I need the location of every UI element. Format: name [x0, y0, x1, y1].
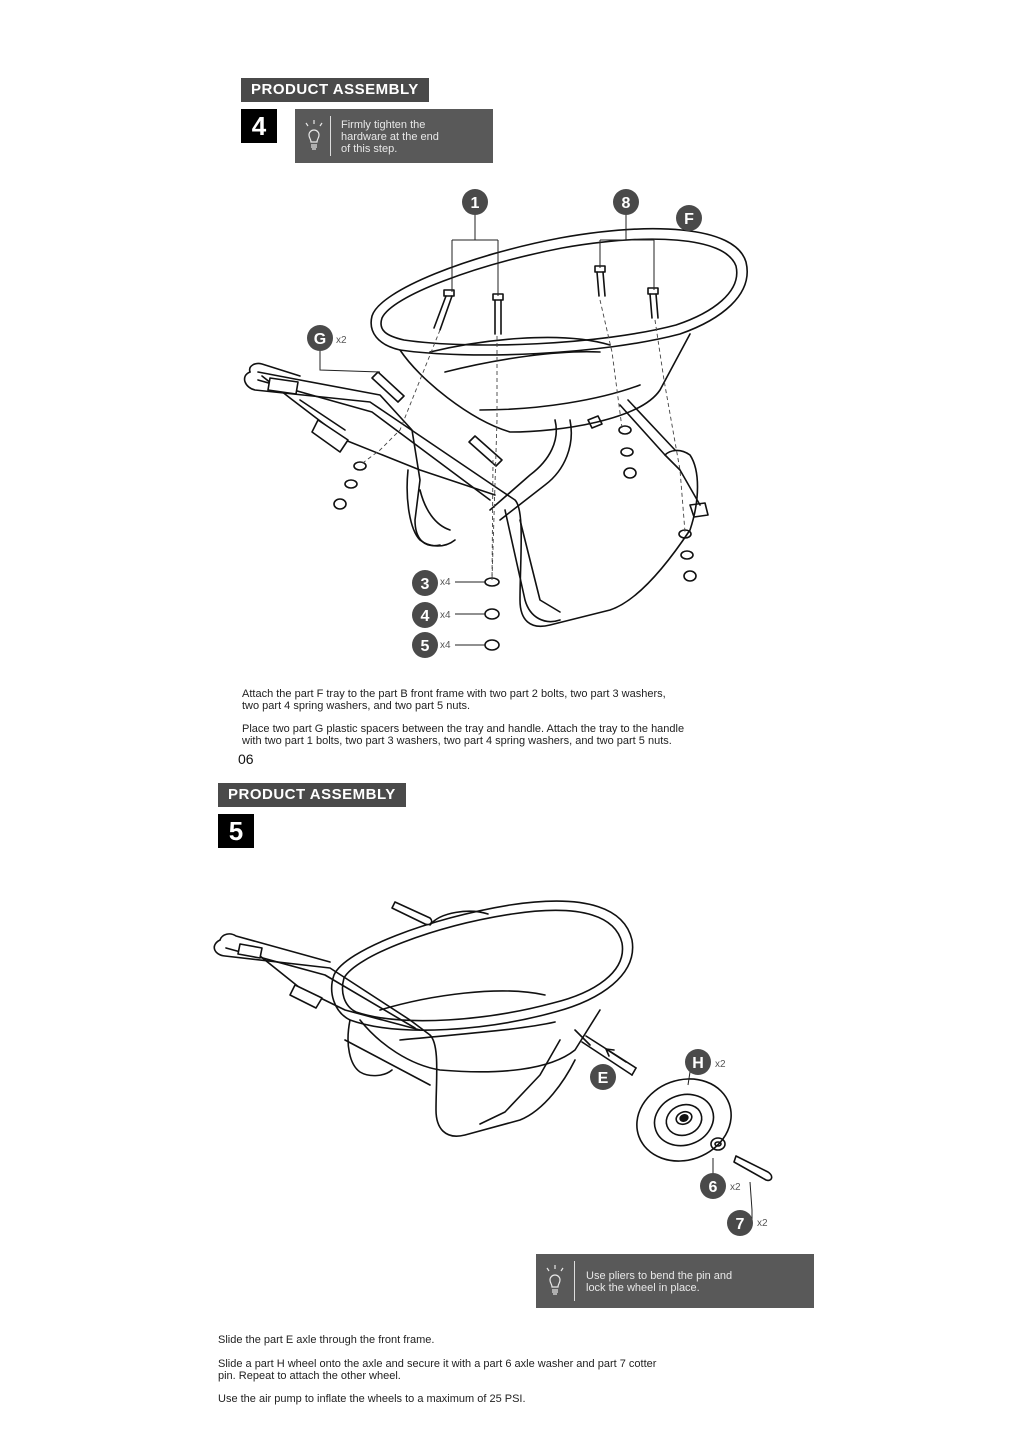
page-number: 06	[238, 751, 254, 767]
step4-instruction-1: Attach the part F tray to the part B fro…	[242, 688, 666, 712]
lightbulb-icon	[546, 1265, 564, 1295]
callout-label: H	[692, 1055, 704, 1072]
text-line: pin. Repeat to attach the other wheel.	[218, 1370, 401, 1382]
text-line: with two part 1 bolts, two part 3 washer…	[242, 735, 672, 747]
callout-badge	[412, 632, 438, 658]
callout-label: 1	[471, 195, 480, 212]
step-number-5: 5	[218, 814, 254, 848]
section-header-step4: PRODUCT ASSEMBLY	[241, 78, 429, 102]
callout-badge	[412, 602, 438, 628]
step5-instruction-3: Use the air pump to inflate the wheels t…	[218, 1393, 526, 1405]
tip-text-line: lock the wheel in place.	[586, 1282, 700, 1294]
callout-qty: x4	[440, 640, 451, 651]
callout-badge	[700, 1173, 726, 1199]
callout-label: 3	[421, 576, 430, 593]
tray-rim	[330, 900, 634, 1031]
step4-illustration: 1 8 F G x2 3 x4 4 x4 5 x4	[243, 189, 748, 658]
tip-text-line: hardware at the end	[341, 131, 439, 143]
tip-text-line: of this step.	[341, 143, 398, 155]
step5-instruction-1: Slide the part E axle through the front …	[218, 1334, 435, 1346]
callout-label: 6	[709, 1179, 718, 1196]
wheel-tire	[636, 1078, 732, 1162]
text-line: two part 4 spring washers, and two part …	[242, 700, 471, 712]
tip-text-line: Use pliers to bend the pin and	[586, 1270, 733, 1282]
callout-qty: x2	[715, 1059, 726, 1070]
lightbulb-icon	[305, 120, 323, 150]
tip-box-step5: Use pliers to bend the pin and lock the …	[536, 1254, 814, 1308]
callout-label: 5	[421, 638, 430, 655]
tip-box-step4: Firmly tighten the hardware at the end o…	[295, 109, 493, 163]
callout-badge	[590, 1064, 616, 1090]
callout-label: 8	[622, 195, 631, 212]
callout-badge	[685, 1049, 711, 1075]
callout-qty: x2	[757, 1218, 768, 1229]
handle-bar	[243, 371, 699, 627]
tip-text-line: Firmly tighten the	[341, 119, 426, 131]
text-line: Attach the part F tray to the part B fro…	[242, 688, 666, 700]
callout-label: G	[314, 331, 326, 348]
callout-qty: x4	[440, 577, 451, 588]
callout-badge	[412, 570, 438, 596]
callout-badge	[462, 189, 488, 215]
callout-badge	[676, 205, 702, 231]
step-number-4: 4	[241, 109, 277, 143]
text-line: Slide a part H wheel onto the axle and s…	[218, 1358, 657, 1370]
text-line: Place two part G plastic spacers between…	[242, 723, 685, 735]
callout-qty: x4	[440, 610, 451, 621]
callout-badge	[613, 189, 639, 215]
callout-label: 7	[736, 1216, 745, 1233]
step4-instruction-2: Place two part G plastic spacers between…	[242, 723, 684, 747]
callout-label: E	[598, 1070, 609, 1087]
handle-bar	[213, 939, 576, 1137]
section-header-step5: PRODUCT ASSEMBLY	[218, 783, 406, 807]
callout-badge	[727, 1210, 753, 1236]
step5-instruction-2: Slide a part H wheel onto the axle and s…	[218, 1358, 656, 1382]
callout-label: 4	[421, 608, 430, 625]
callout-label: F	[684, 211, 694, 228]
callout-badge	[307, 325, 333, 351]
tray-rim	[370, 228, 748, 356]
callout-qty: x2	[336, 335, 347, 346]
callout-qty: x2	[730, 1182, 741, 1193]
